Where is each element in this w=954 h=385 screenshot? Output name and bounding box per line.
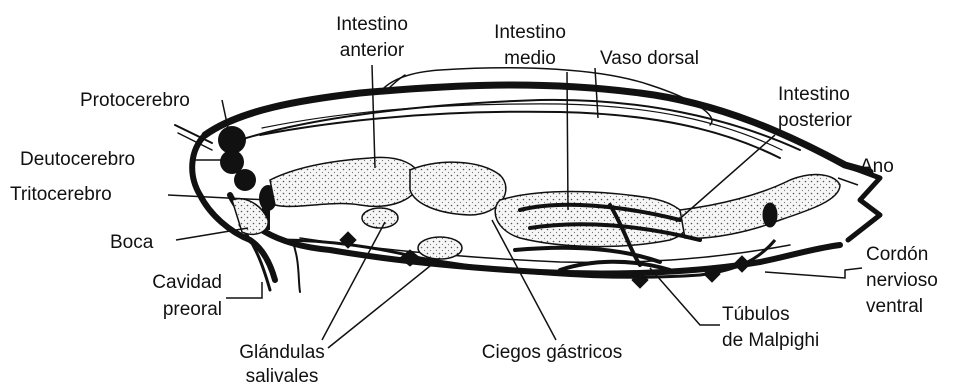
label-tritocerebro: Tritocerebro [10, 184, 112, 205]
label-ano: Ano [860, 156, 894, 177]
label-vaso-dorsal: Vaso dorsal [600, 48, 699, 69]
label-ciegos-gastricos: Ciegos gástricos [482, 342, 622, 363]
label-boca: Boca [110, 232, 154, 253]
label-deutocerebro: Deutocerebro [20, 149, 135, 170]
label-protocerebro: Protocerebro [80, 90, 190, 111]
